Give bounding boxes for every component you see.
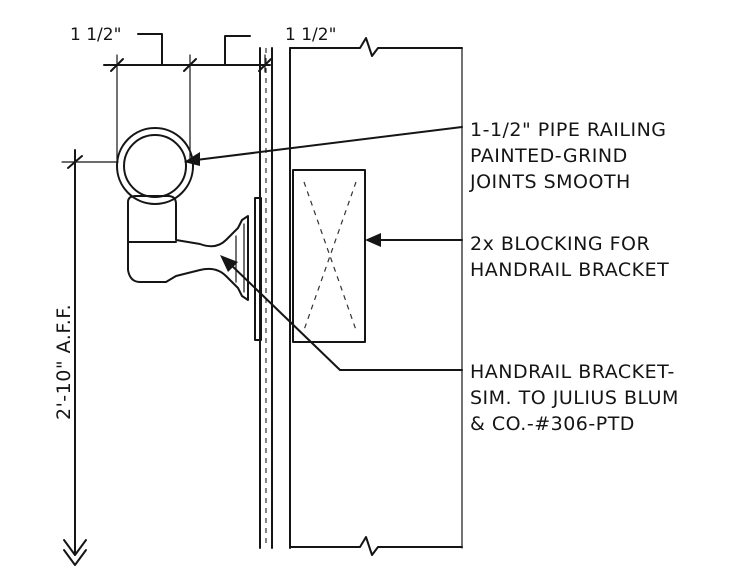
- railing-line-3: JOINTS SMOOTH: [469, 171, 631, 193]
- railing-line-1: 1-1/2" PIPE RAILING: [470, 119, 667, 141]
- dim-label-right: 1 1/2": [285, 25, 336, 45]
- blocking-line-1: 2x BLOCKING FOR: [470, 233, 650, 255]
- tick-left: [110, 58, 124, 72]
- tick-mid: [183, 58, 197, 72]
- blocking-line-2: HANDRAIL BRACKET: [470, 259, 669, 281]
- handrail-bracket: [127, 195, 249, 301]
- bracket-line-1: HANDRAIL BRACKET-: [470, 361, 675, 383]
- top-dimensions: 1 1/2" 1 1/2": [70, 25, 336, 161]
- pipe-inner: [123, 134, 187, 198]
- arrow-railing: [184, 152, 200, 166]
- bracket-line-3: & CO.-#306-PTD: [470, 413, 635, 435]
- floor-arrow-lower: [63, 549, 87, 566]
- callout-railing: 1-1/2" PIPE RAILING PAINTED-GRIND JOINTS…: [469, 119, 667, 193]
- dim-label-left: 1 1/2": [70, 25, 121, 45]
- leader-dim-right: [224, 35, 251, 66]
- bottom-break-line: [289, 536, 463, 556]
- pipe-railing: [116, 127, 194, 205]
- leader-railing: [195, 126, 463, 161]
- dim-label-height: 2'-10" A.F.F.: [53, 304, 75, 420]
- callout-leaders: [184, 126, 463, 371]
- floor-arrow-upper: [63, 539, 87, 556]
- blocking-outline: [292, 169, 366, 343]
- height-dimension: 2'-10" A.F.F.: [53, 149, 119, 566]
- blocking-cross-a: [303, 181, 357, 331]
- callout-bracket: HANDRAIL BRACKET- SIM. TO JULIUS BLUM & …: [470, 361, 679, 435]
- bracket-line-2: SIM. TO JULIUS BLUM: [470, 387, 679, 409]
- leader-bracket: [227, 261, 463, 371]
- wall-plate: [254, 197, 262, 341]
- leader-dim-left: [137, 33, 163, 66]
- wall-assembly: [259, 37, 463, 556]
- callout-blocking: 2x BLOCKING FOR HANDRAIL BRACKET: [470, 233, 669, 281]
- arrow-blocking: [365, 233, 381, 247]
- arrow-bracket: [220, 255, 238, 272]
- bracket-arm-outline: [127, 195, 249, 301]
- blocking: [292, 169, 366, 343]
- tick-right: [258, 58, 272, 72]
- pipe-outer: [116, 127, 194, 205]
- railing-line-2: PAINTED-GRIND: [470, 145, 628, 167]
- blocking-cross-b: [303, 181, 357, 331]
- tick-vertical: [67, 155, 83, 169]
- bracket-wall-plate: [254, 197, 262, 341]
- top-break-line: [289, 37, 463, 57]
